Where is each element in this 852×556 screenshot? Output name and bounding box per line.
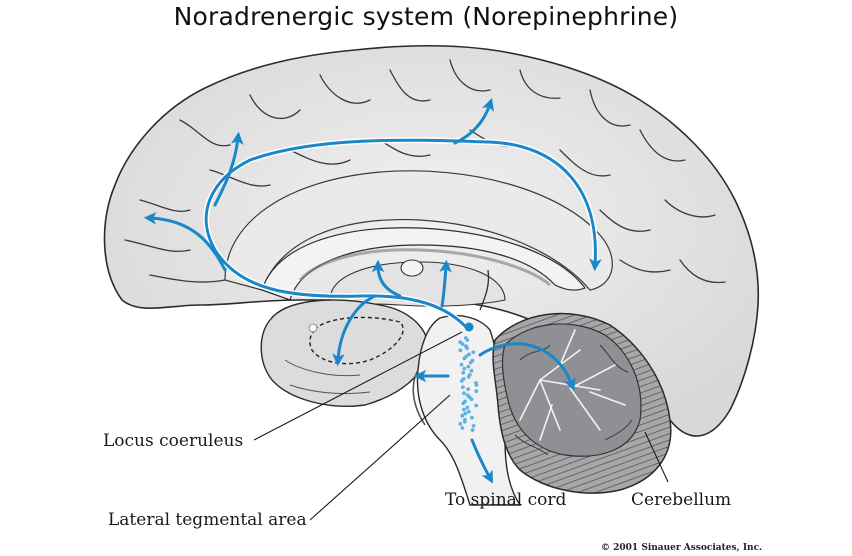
lateral-tegmental-dot [458, 422, 463, 426]
lateral-tegmental-dot [462, 407, 466, 412]
pathway-thalamus-anterior [371, 259, 402, 298]
lateral-tegmental-dot [466, 409, 471, 414]
label-lateral-tegmental-area: Lateral tegmental area [108, 510, 307, 530]
lateral-tegmental-dot [462, 391, 466, 396]
lateral-tegmental-dot [470, 415, 474, 420]
leader-lines [253, 331, 669, 521]
figure-title: Noradrenergic system (Norepinephrine) [173, 2, 679, 31]
pathway-thalamus-posterior [439, 259, 452, 308]
lateral-tegmental-dot [467, 352, 471, 357]
corpus-callosum [261, 227, 586, 301]
lateral-tegmental-dot [462, 419, 467, 424]
label-cerebellum: Cerebellum [631, 490, 732, 510]
lateral-tegmental-dot [466, 364, 471, 369]
pathway-frontal [213, 131, 244, 207]
folia [514, 344, 633, 456]
temporal-region [260, 299, 429, 407]
leader-locus-coeruleus [253, 331, 463, 441]
lateral-tegmental-dot [460, 342, 465, 346]
lateral-tegmental-dot [465, 405, 470, 410]
lateral-tegmental-dot [461, 385, 465, 389]
lateral-tegmental-dot [469, 397, 474, 402]
copyright-notice: © 2001 Sinauer Associates, Inc. [601, 543, 763, 553]
lateral-tegmental-dot [458, 348, 463, 353]
nuclei [458, 322, 479, 432]
lateral-tegmental-dot [474, 383, 479, 387]
label-locus-coeruleus: Locus coeruleus [103, 431, 244, 451]
lateral-tegmental-dot [461, 401, 466, 406]
lateral-tegmental-dot [461, 370, 466, 375]
lateral-tegmental-dot [465, 338, 470, 342]
lateral-tegmental-dot [462, 356, 467, 361]
lateral-tegmental-dot [460, 413, 465, 418]
amygdala-hippocampus-outline [309, 316, 404, 365]
lateral-tegmental-dot [460, 426, 465, 430]
lateral-tegmental-dot [470, 428, 475, 432]
interthalamic-adhesion [400, 259, 424, 277]
lateral-tegmental-dot [463, 411, 468, 416]
lateral-tegmental-dot [469, 368, 474, 373]
lateral-tegmental-dot [466, 387, 470, 391]
lateral-tegmental-dot [459, 379, 464, 383]
leader-lateral-tegmental [309, 394, 451, 521]
cingulate-gyrus [224, 170, 613, 291]
noradrenergic-pathways [143, 98, 602, 484]
lateral-tegmental-dot [468, 360, 473, 365]
lateral-tegmental-dot [459, 362, 464, 367]
pathway-prefrontal [143, 212, 227, 272]
pathway-amygdala [332, 294, 377, 367]
lateral-tegmental-dot [465, 346, 469, 351]
pathway-cerebellum [478, 342, 576, 391]
lateral-tegmental-dot [462, 366, 467, 371]
lateral-tegmental-dot [471, 350, 476, 355]
locus-coeruleus-marker [464, 322, 474, 332]
lateral-tegmental-dots [458, 336, 479, 432]
leader-cerebellum [644, 431, 669, 483]
lateral-tegmental-dot [466, 374, 471, 379]
lateral-tegmental-dot [471, 424, 476, 428]
pathway-parietal [453, 98, 494, 145]
lateral-tegmental-dot [474, 389, 479, 394]
lateral-tegmental-dot [474, 403, 479, 408]
label-to-spinal-cord: To spinal cord [445, 490, 567, 510]
pathway-spinal-cord [470, 438, 494, 484]
